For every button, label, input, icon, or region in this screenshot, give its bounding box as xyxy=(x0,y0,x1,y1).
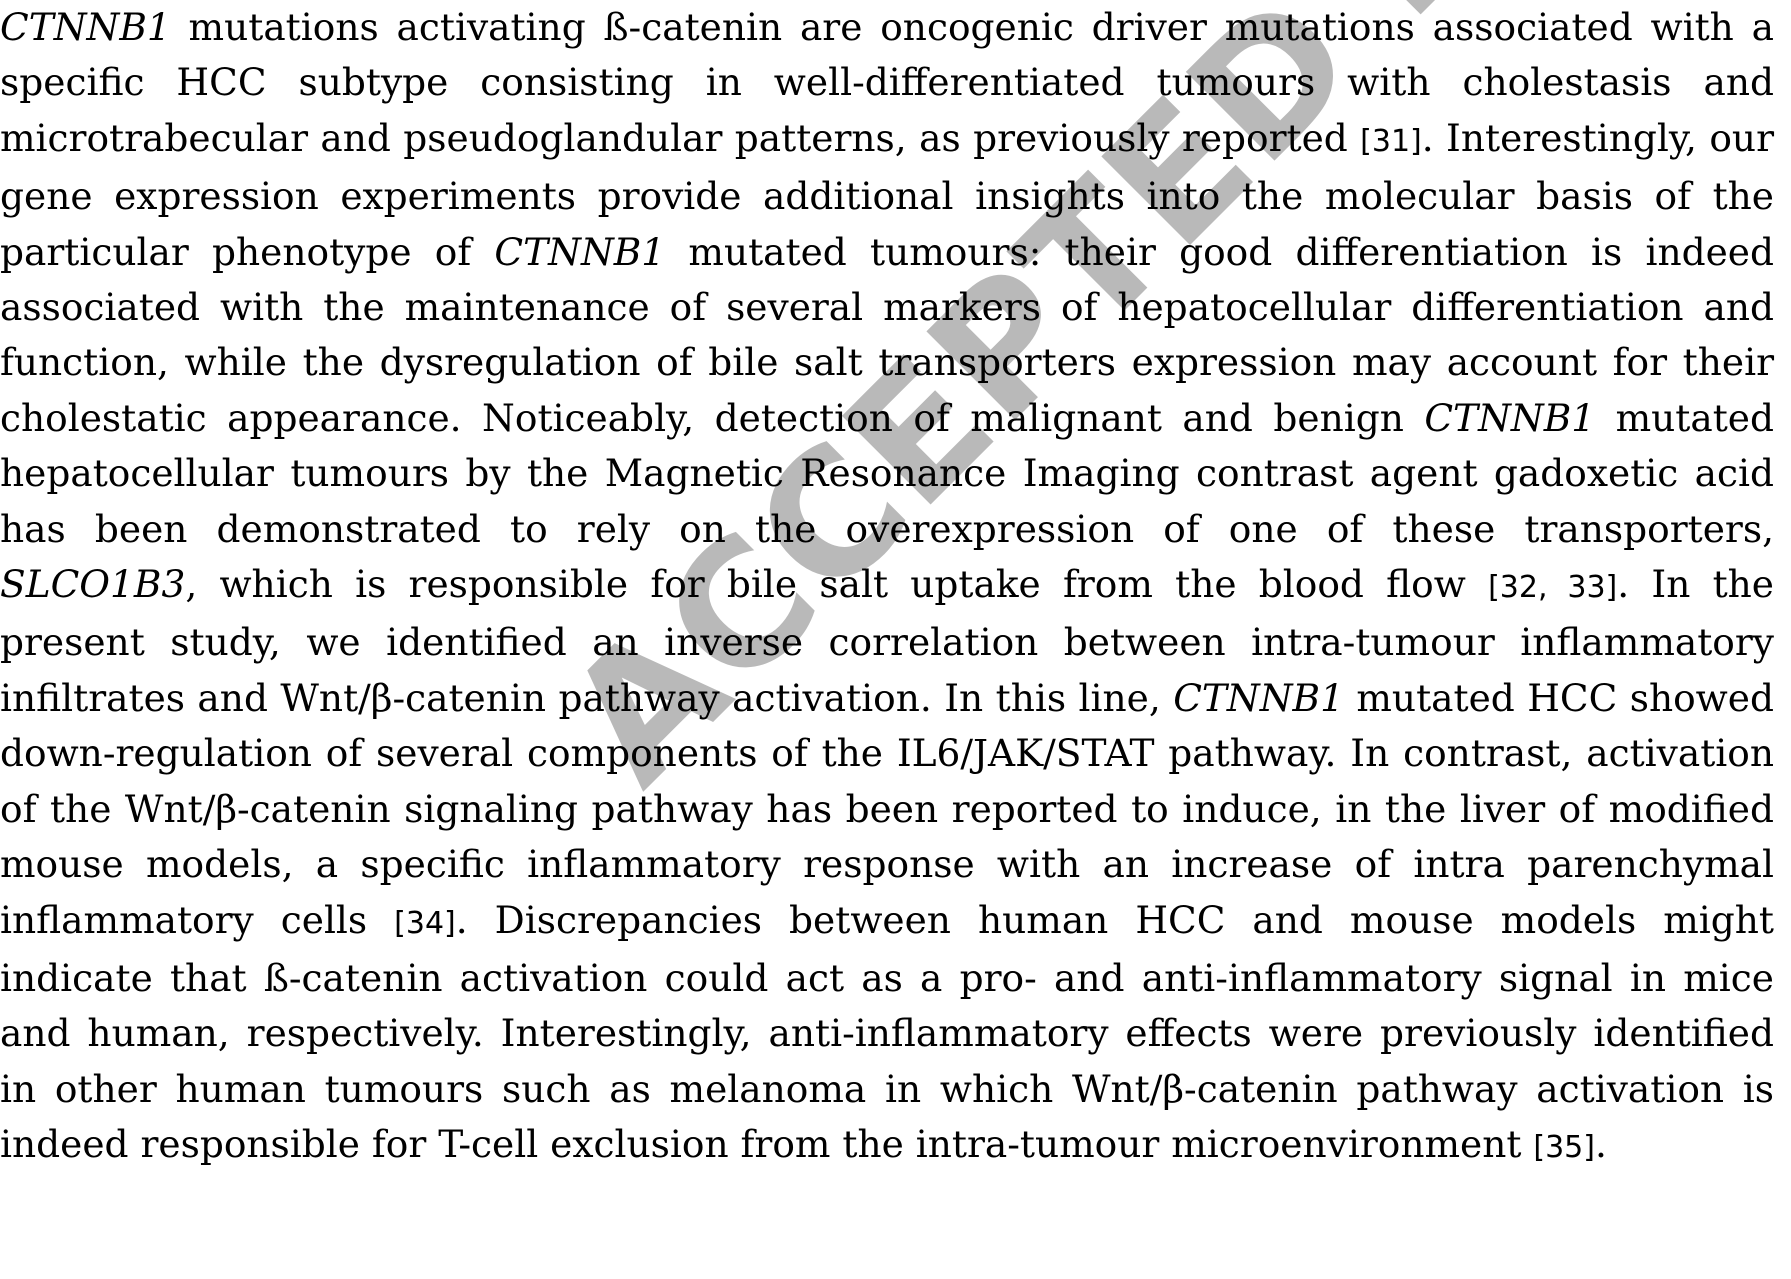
paragraph-text: . xyxy=(1594,1122,1607,1167)
citation-ref: [32, 33] xyxy=(1488,570,1618,606)
citation-ref: [35] xyxy=(1533,1130,1595,1166)
citation-ref: [31] xyxy=(1360,123,1422,159)
paragraph-text: mutated hepatocellular tumours by the Ma… xyxy=(0,395,1774,551)
paragraph-text: mutations activating ß-catenin are oncog… xyxy=(0,5,1774,160)
discussion-paragraph: CTNNB1 mutations activating ß-catenin ar… xyxy=(0,5,1774,1167)
paragraph-text: , which is responsible for bile salt upt… xyxy=(185,562,1489,607)
paragraph-text: . Interestingly, our gene expression exp… xyxy=(0,115,1774,274)
paragraph-text: . Discrepancies between human HCC and mo… xyxy=(0,897,1774,1167)
gene-name-italic: SLCO1B3 xyxy=(0,562,186,607)
paragraph-text: . In the present study, we identified an… xyxy=(0,562,1774,720)
paragraph-text: mutated HCC showed down-regulation of se… xyxy=(0,675,1774,942)
gene-name-italic: CTNNB1 xyxy=(1173,675,1344,720)
gene-name-italic: CTNNB1 xyxy=(1424,395,1596,440)
gene-name-italic: CTNNB1 xyxy=(494,229,666,274)
paragraph-text: mutated tumours: their good differentiat… xyxy=(0,229,1774,440)
citation-ref: [34] xyxy=(394,905,456,941)
gene-name-italic: CTNNB1 xyxy=(0,5,171,49)
